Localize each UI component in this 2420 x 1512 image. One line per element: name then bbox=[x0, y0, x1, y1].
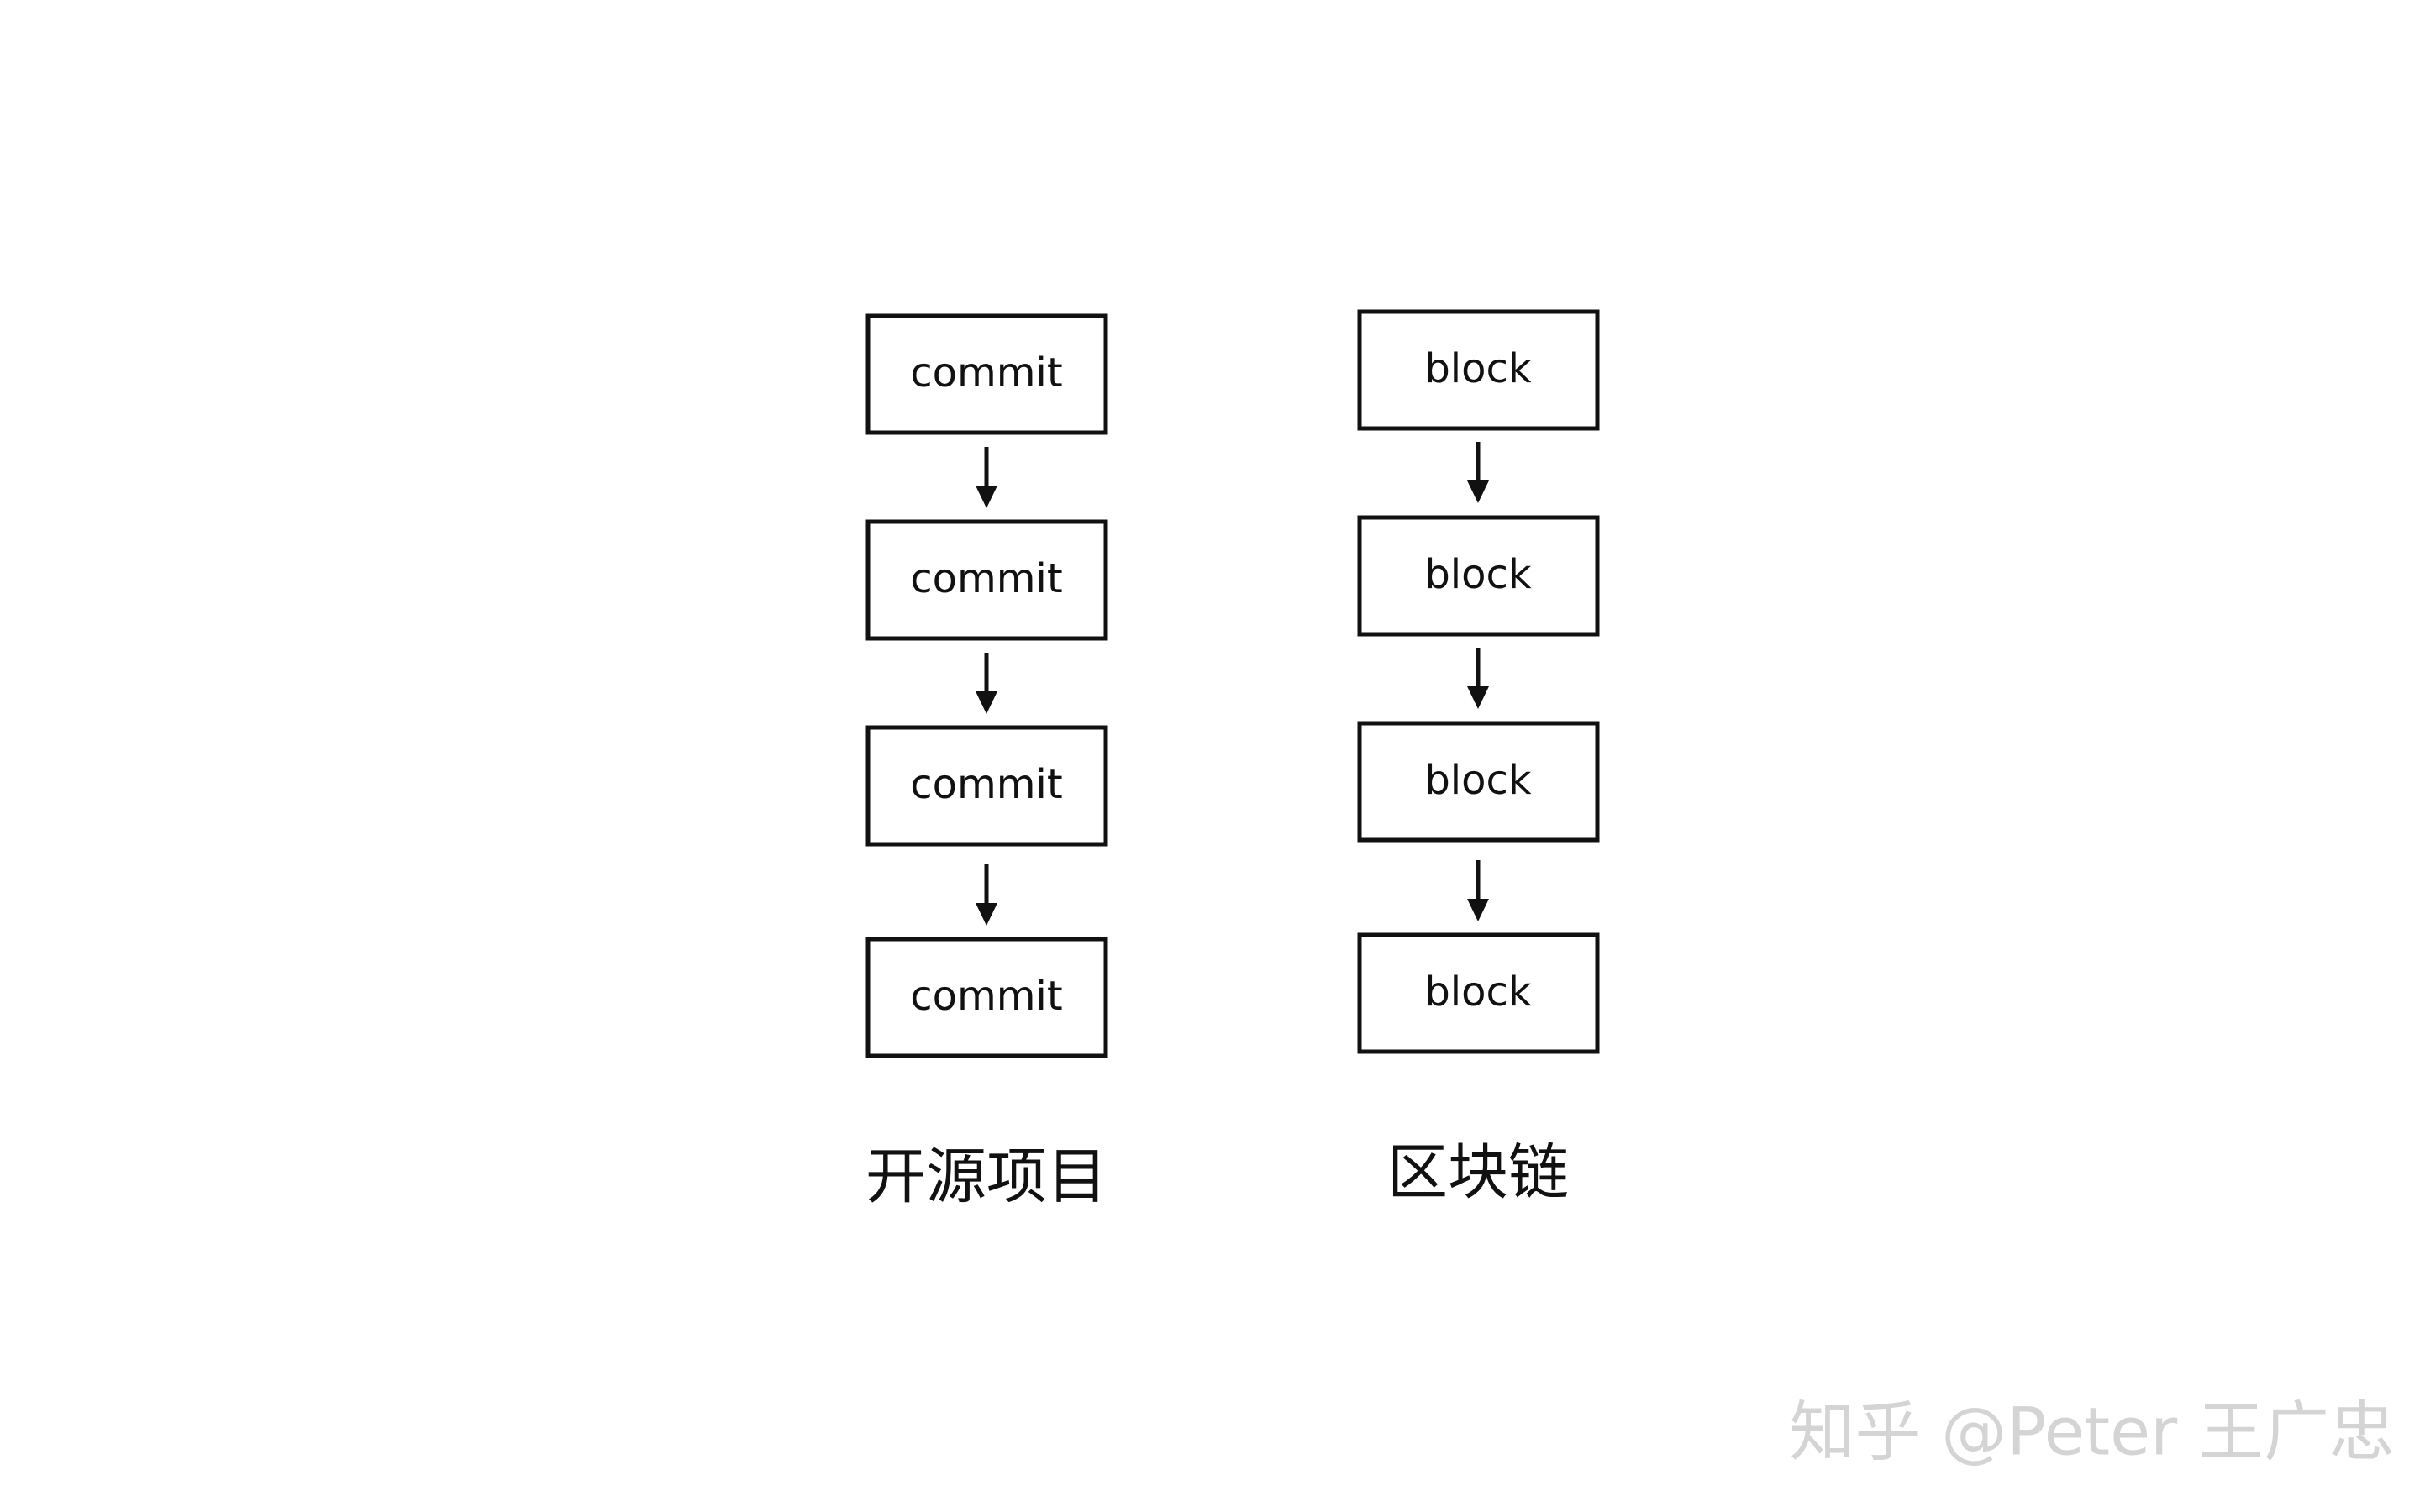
arrow-commit-2-3 bbox=[976, 653, 997, 714]
commit-node-2: commit bbox=[865, 519, 1108, 641]
node-label: commit bbox=[910, 973, 1062, 1020]
caption-blockchain: 区块链 bbox=[1387, 1137, 1569, 1208]
arrow-block-2-3 bbox=[1467, 648, 1489, 709]
node-label: block bbox=[1424, 969, 1532, 1016]
block-node-3: block bbox=[1357, 721, 1600, 843]
column-blockchain: block block block bbox=[1357, 309, 1600, 1208]
block-node-1: block bbox=[1357, 309, 1600, 431]
node-label: commit bbox=[910, 349, 1062, 396]
arrow-block-3-4 bbox=[1467, 860, 1489, 921]
node-label: block bbox=[1424, 345, 1532, 392]
block-node-2: block bbox=[1357, 515, 1600, 637]
arrow-commit-1-2 bbox=[976, 447, 997, 508]
node-label: block bbox=[1424, 757, 1532, 804]
commit-node-3: commit bbox=[865, 725, 1108, 847]
column-open-source: commit commit commit bbox=[865, 313, 1108, 1212]
commit-node-1: commit bbox=[865, 313, 1108, 435]
arrow-block-1-2 bbox=[1467, 442, 1489, 503]
block-node-4: block bbox=[1357, 932, 1600, 1054]
arrow-commit-3-4 bbox=[976, 864, 997, 926]
watermark-text: 知乎 @Peter 王广忠 bbox=[1790, 1394, 2395, 1470]
node-label: commit bbox=[910, 761, 1062, 808]
caption-open-source: 开源项目 bbox=[865, 1142, 1107, 1212]
node-label: commit bbox=[910, 555, 1062, 602]
commit-node-4: commit bbox=[865, 937, 1108, 1058]
node-label: block bbox=[1424, 551, 1532, 598]
